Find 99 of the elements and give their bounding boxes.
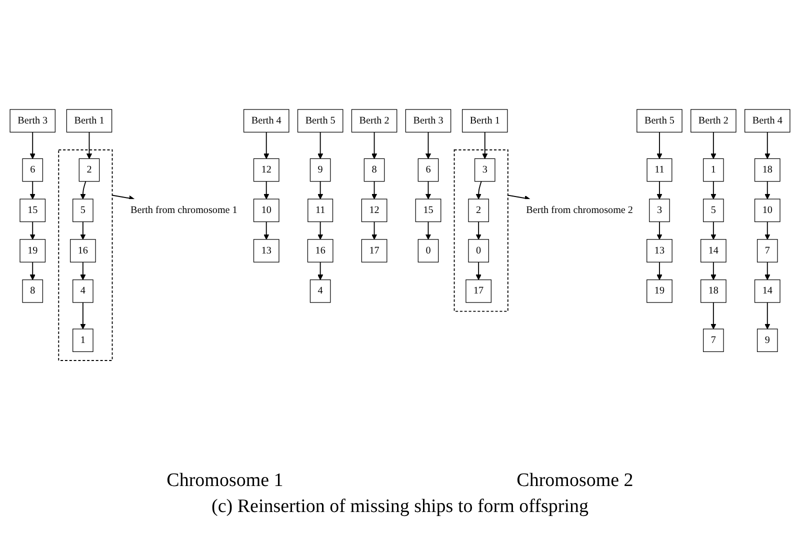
node-box: 8 <box>364 158 385 182</box>
node-box: Berth 4 <box>744 109 790 132</box>
arrow <box>318 132 324 159</box>
node-box: 12 <box>253 158 280 182</box>
node-box: Berth 3 <box>405 109 452 132</box>
cluster <box>58 149 113 361</box>
arrow <box>80 302 86 330</box>
node-box: 13 <box>253 239 280 262</box>
arrow <box>372 132 378 159</box>
arrow <box>112 194 134 201</box>
node-box: 11 <box>308 198 334 222</box>
node-box: Berth 3 <box>10 109 56 132</box>
arrow <box>710 262 716 280</box>
node-box: 0 <box>468 239 489 262</box>
node-box: 1 <box>703 158 724 182</box>
node-box: 10 <box>253 198 280 222</box>
node-box: 17 <box>466 279 492 303</box>
arrow <box>710 221 716 240</box>
node-box: Berth 5 <box>636 109 682 132</box>
arrow <box>80 221 86 240</box>
arrow <box>656 221 662 240</box>
node-box: 14 <box>754 279 780 303</box>
node-box: 5 <box>72 198 94 222</box>
arrow <box>764 262 770 280</box>
node-box: 14 <box>700 239 726 262</box>
node-box: 17 <box>361 239 388 262</box>
arrow <box>264 132 270 159</box>
arrow <box>80 262 86 280</box>
arrow <box>710 132 716 159</box>
arrow <box>86 132 92 159</box>
cluster <box>454 149 508 312</box>
figure-caption: (c) Reinsertion of missing ships to form offspring <box>212 496 588 518</box>
arrow <box>30 221 36 240</box>
arrow <box>764 180 770 200</box>
node-box: 8 <box>22 279 44 303</box>
arrow <box>710 302 716 330</box>
node-box: 11 <box>646 158 672 182</box>
node-box: 19 <box>646 279 672 303</box>
arrow <box>764 221 770 240</box>
node-box: 7 <box>703 328 724 352</box>
arrow <box>710 180 716 200</box>
node-box: 4 <box>310 279 331 303</box>
node-box: 2 <box>78 158 100 182</box>
arrow <box>372 221 378 240</box>
node-box: Berth 1 <box>66 109 112 132</box>
node-box: 18 <box>754 158 780 182</box>
arrow <box>318 180 324 200</box>
node-box: 18 <box>700 279 726 303</box>
arrow <box>476 180 482 200</box>
arrow <box>656 180 662 200</box>
node-box: 1 <box>72 328 94 352</box>
node-box: 19 <box>20 239 46 262</box>
node-box: 12 <box>361 198 388 222</box>
chromosome-label: Chromosome 2 <box>516 470 634 492</box>
node-box: 10 <box>754 198 780 222</box>
chromosome-label: Chromosome 1 <box>166 470 284 492</box>
node-box: 3 <box>649 198 670 222</box>
node-box: 16 <box>70 239 96 262</box>
node-box: 13 <box>646 239 672 262</box>
node-box: 3 <box>474 158 496 182</box>
arrow <box>425 180 432 200</box>
node-box: Berth 2 <box>351 109 398 132</box>
node-box: 6 <box>22 158 44 182</box>
arrow <box>264 221 270 240</box>
node-box: 15 <box>20 198 46 222</box>
arrow <box>372 180 378 200</box>
node-box: 9 <box>756 328 778 352</box>
arrow <box>80 180 86 200</box>
arrow <box>476 262 482 280</box>
node-box: Berth 1 <box>462 109 508 132</box>
node-box: 4 <box>72 279 94 303</box>
node-box: 9 <box>310 158 331 182</box>
node-box: Berth 5 <box>297 109 344 132</box>
arrow <box>318 262 324 280</box>
node-box: 2 <box>468 198 489 222</box>
node-box: 6 <box>418 158 439 182</box>
node-box: 16 <box>307 239 334 262</box>
arrow <box>656 132 662 159</box>
node-text: Berth from chromosome 1 <box>130 204 238 216</box>
arrow <box>30 180 36 200</box>
arrow <box>656 262 662 280</box>
arrow <box>764 132 770 159</box>
node-box: 15 <box>415 198 442 222</box>
arrow <box>476 221 482 240</box>
arrow <box>764 302 770 330</box>
node-text: Berth from chromosome 2 <box>526 204 633 216</box>
arrow <box>425 132 432 159</box>
arrow <box>425 221 432 240</box>
arrow <box>264 180 270 200</box>
arrow <box>482 132 488 159</box>
arrow <box>30 262 36 280</box>
node-box: 0 <box>418 239 439 262</box>
node-box: 7 <box>756 239 778 262</box>
node-box: Berth 4 <box>243 109 290 132</box>
arrow <box>507 194 530 201</box>
arrow <box>318 221 324 240</box>
node-box: 5 <box>703 198 724 222</box>
arrow <box>30 132 36 159</box>
node-box: Berth 2 <box>690 109 736 132</box>
